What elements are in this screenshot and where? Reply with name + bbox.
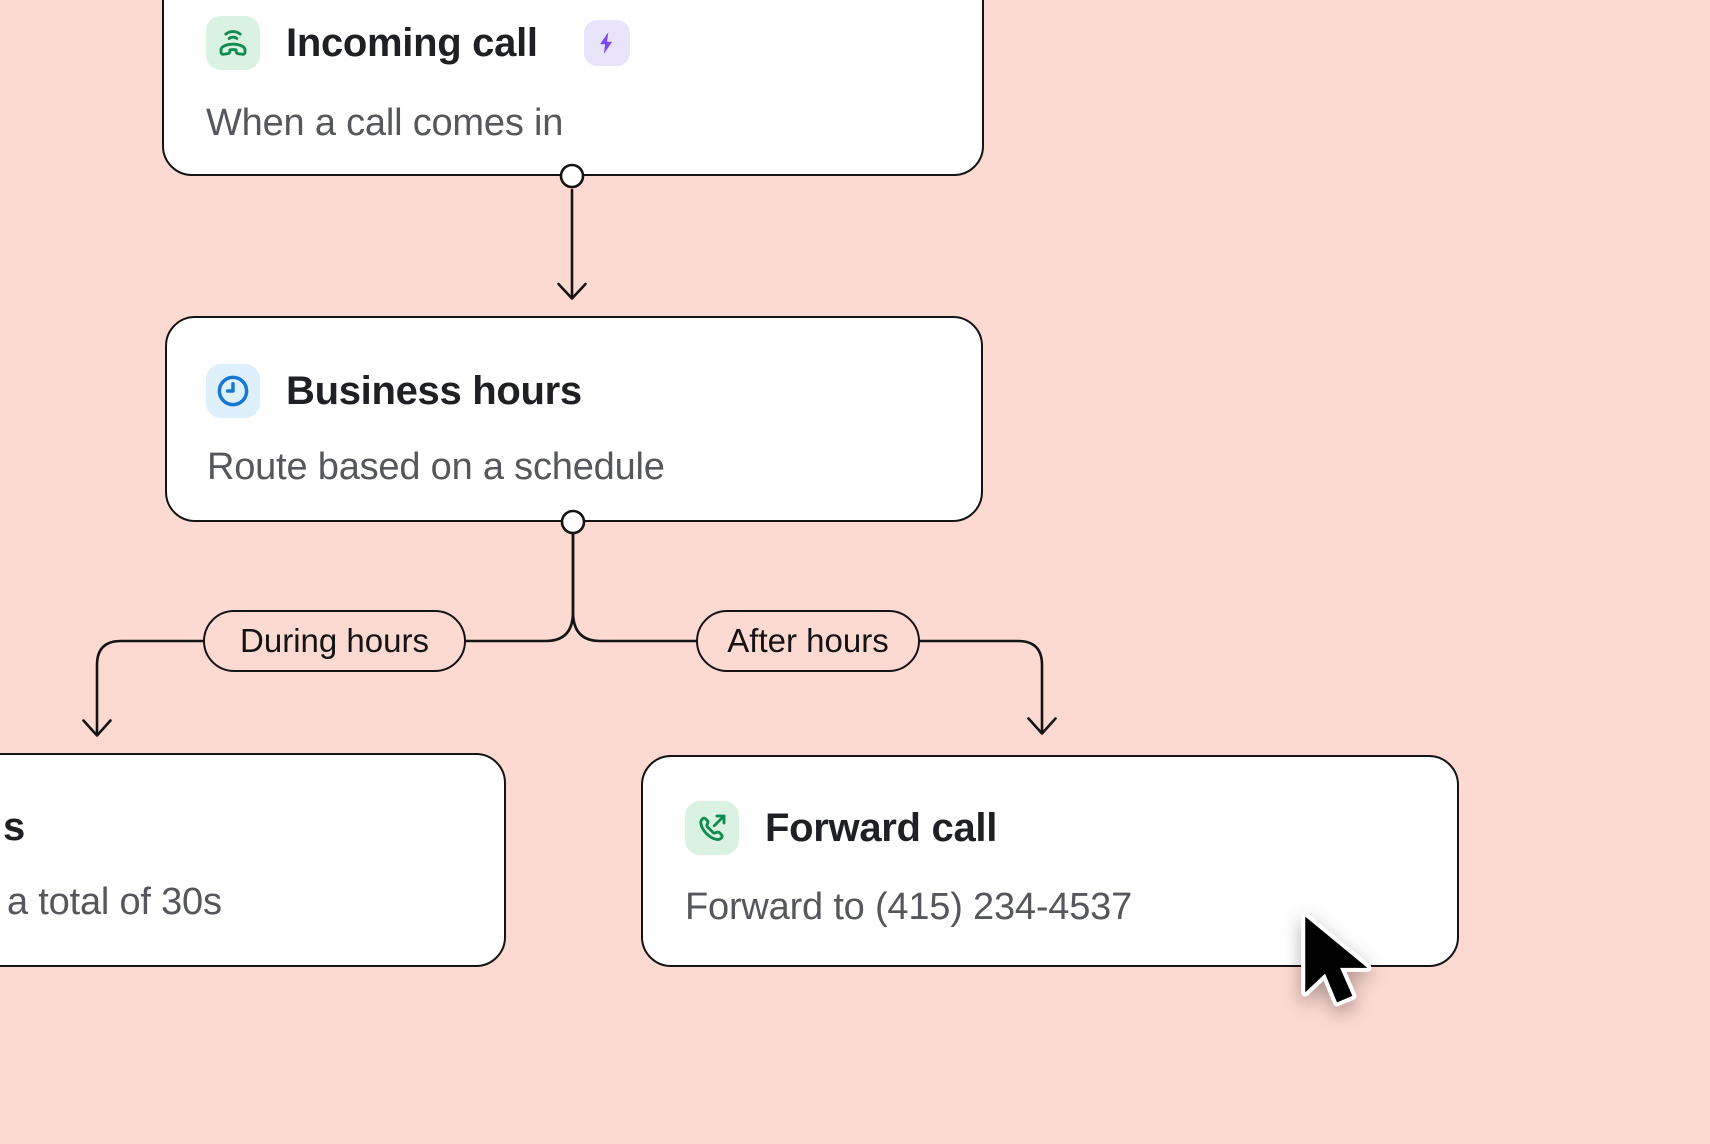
arrowhead-down-icon xyxy=(1027,717,1057,735)
node-incoming-call[interactable]: Incoming call When a call comes in xyxy=(162,0,984,176)
connector-during-to-ring xyxy=(95,639,205,736)
node-title: Forward call xyxy=(765,805,998,850)
mouse-pointer-icon xyxy=(1295,912,1377,1014)
branch-label-after-hours[interactable]: After hours xyxy=(696,610,920,672)
branch-label-text: During hours xyxy=(240,622,429,659)
node-title: Incoming call xyxy=(286,20,538,65)
branch-label-during-hours[interactable]: During hours xyxy=(203,610,466,672)
node-subtitle: a total of 30s xyxy=(7,881,222,923)
clock-icon xyxy=(206,364,260,418)
node-title: Business hours xyxy=(286,368,582,413)
incoming-call-icon xyxy=(206,16,260,70)
node-title: s xyxy=(3,805,25,849)
arrowhead-down-icon xyxy=(82,719,112,737)
connector-split-left xyxy=(464,532,575,643)
forward-call-icon xyxy=(685,801,739,855)
branch-label-text: After hours xyxy=(727,622,889,659)
lightning-bolt-icon xyxy=(583,20,630,66)
node-subtitle: When a call comes in xyxy=(206,102,564,144)
node-ring-users-partial[interactable]: s a total of 30s xyxy=(0,753,506,967)
connector-split-right xyxy=(571,532,698,643)
node-subtitle: Forward to (415) 234-4537 xyxy=(685,886,1133,928)
arrowhead-down-icon xyxy=(557,282,587,300)
node-business-hours[interactable]: Business hours Route based on a schedule xyxy=(165,316,983,522)
connector-after-to-forward xyxy=(918,639,1044,734)
node-subtitle: Route based on a schedule xyxy=(207,446,665,488)
